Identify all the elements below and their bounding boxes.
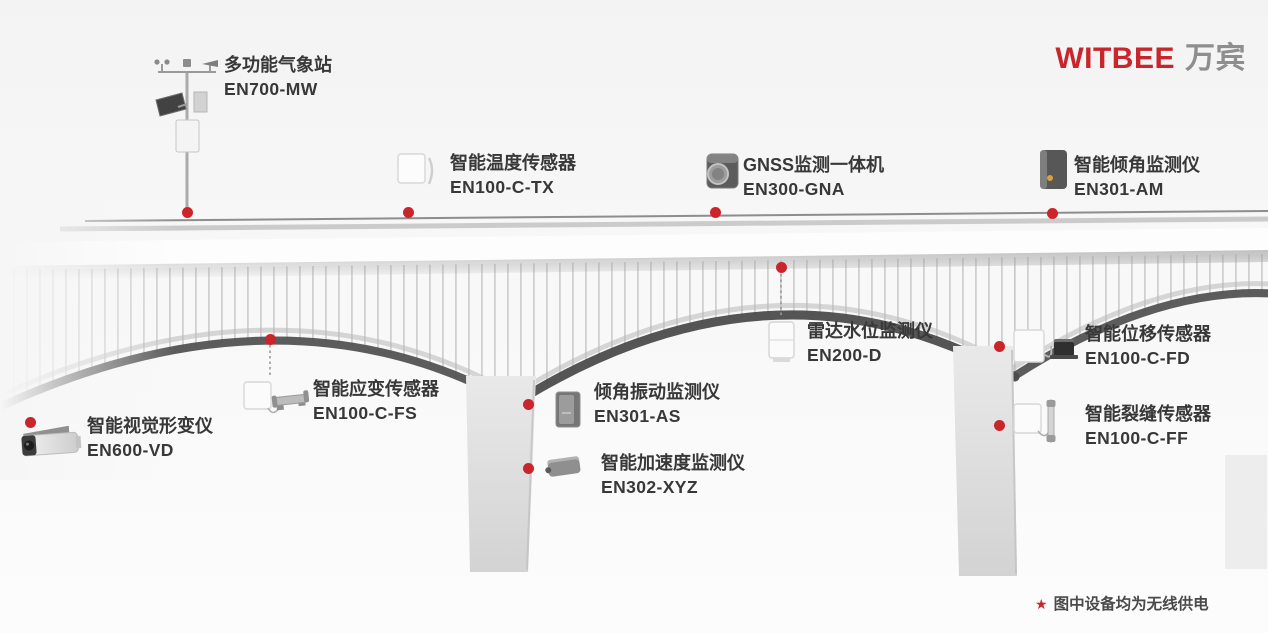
device-name: 智能倾角监测仪: [1074, 155, 1200, 175]
device-model: EN302-XYZ: [601, 477, 698, 497]
device-model: EN301-AM: [1074, 179, 1164, 199]
acceleration-monitor-icon: [542, 452, 586, 482]
device-name: 智能视觉形变仪: [87, 416, 213, 436]
bridge-deck: [0, 210, 1268, 280]
strain-sensor-icon: [242, 378, 310, 420]
device-label-temperature-sensor: 智能温度传感器 EN100-C-TX: [450, 151, 576, 199]
visual-deformation-camera-icon: [18, 424, 84, 464]
sensor-leader-lines: [269, 274, 782, 376]
tilt-vibration-monitor-icon: [551, 389, 585, 431]
crack-sensor-icon: [1010, 398, 1062, 446]
device-model: EN100-C-FS: [313, 403, 418, 423]
marker-dot-strain-sensor: [264, 333, 276, 345]
marker-dot-crack-sensor: [993, 419, 1005, 431]
device-label-gnss-monitor: GNSS监测一体机 EN300-GNA: [743, 153, 884, 201]
device-label-acceleration-monitor: 智能加速度监测仪 EN302-XYZ: [601, 451, 745, 499]
device-name: 智能裂缝传感器: [1085, 404, 1211, 424]
device-name: GNSS监测一体机: [743, 155, 885, 175]
device-label-radar-water-level: 雷达水位监测仪 EN200-D: [807, 319, 933, 367]
device-name: 智能位移传感器: [1085, 324, 1211, 344]
weather-station-icon: [148, 52, 228, 210]
device-model: EN300-GNA: [743, 179, 845, 199]
displacement-sensor-icon: [1010, 324, 1082, 370]
device-model: EN100-C-FF: [1085, 428, 1189, 448]
marker-dot-visual-deformation: [24, 416, 36, 428]
device-label-crack-sensor: 智能裂缝传感器 EN100-C-FF: [1085, 402, 1211, 450]
marker-dot-acceleration-monitor: [522, 462, 534, 474]
bridge-piers: [466, 346, 1267, 576]
device-label-visual-deformation: 智能视觉形变仪 EN600-VD: [87, 414, 213, 462]
marker-dot-tilt-monitor: [1046, 207, 1058, 219]
logo-brand-text: WITBEE: [1055, 42, 1175, 75]
star-icon: ★: [1035, 596, 1048, 612]
gnss-monitor-icon: [704, 148, 742, 192]
radar-water-level-icon: [763, 320, 799, 364]
device-name: 智能应变传感器: [313, 379, 439, 399]
marker-dot-temperature-sensor: [402, 206, 414, 218]
device-name: 倾角振动监测仪: [594, 382, 720, 402]
device-model: EN100-C-TX: [450, 177, 555, 197]
marker-dot-gnss-monitor: [709, 206, 721, 218]
device-label-tilt-monitor: 智能倾角监测仪 EN301-AM: [1074, 153, 1200, 201]
device-model: EN600-VD: [87, 440, 174, 460]
marker-dot-radar-water-level: [775, 261, 787, 273]
marker-dot-displacement-sensor: [993, 340, 1005, 352]
witbee-logo: WITBEE 万宾: [1055, 33, 1246, 77]
device-name: 雷达水位监测仪: [807, 321, 933, 341]
marker-dot-tilt-vibration-monitor: [522, 398, 534, 410]
footnote: ★ 图中设备均为无线供电: [1035, 592, 1209, 614]
marker-dot-weather-station: [181, 207, 193, 218]
device-name: 智能温度传感器: [450, 153, 576, 173]
device-label-displacement-sensor: 智能位移传感器 EN100-C-FD: [1085, 322, 1211, 370]
device-name: 多功能气象站: [224, 55, 332, 75]
logo-cn-text: 万宾: [1185, 42, 1246, 75]
device-model: EN200-D: [807, 345, 882, 365]
device-label-tilt-vibration-monitor: 倾角振动监测仪 EN301-AS: [594, 380, 720, 428]
temperature-sensor-icon: [396, 150, 438, 190]
device-model: EN700-MW: [224, 79, 318, 99]
device-model: EN301-AS: [594, 406, 681, 426]
device-model: EN100-C-FD: [1085, 348, 1191, 368]
device-name: 智能加速度监测仪: [601, 453, 745, 473]
tilt-monitor-icon: [1036, 146, 1072, 192]
device-label-strain-sensor: 智能应变传感器 EN100-C-FS: [313, 377, 439, 425]
device-label-weather-station: 多功能气象站 EN700-MW: [224, 53, 332, 101]
footnote-text: 图中设备均为无线供电: [1053, 596, 1209, 613]
